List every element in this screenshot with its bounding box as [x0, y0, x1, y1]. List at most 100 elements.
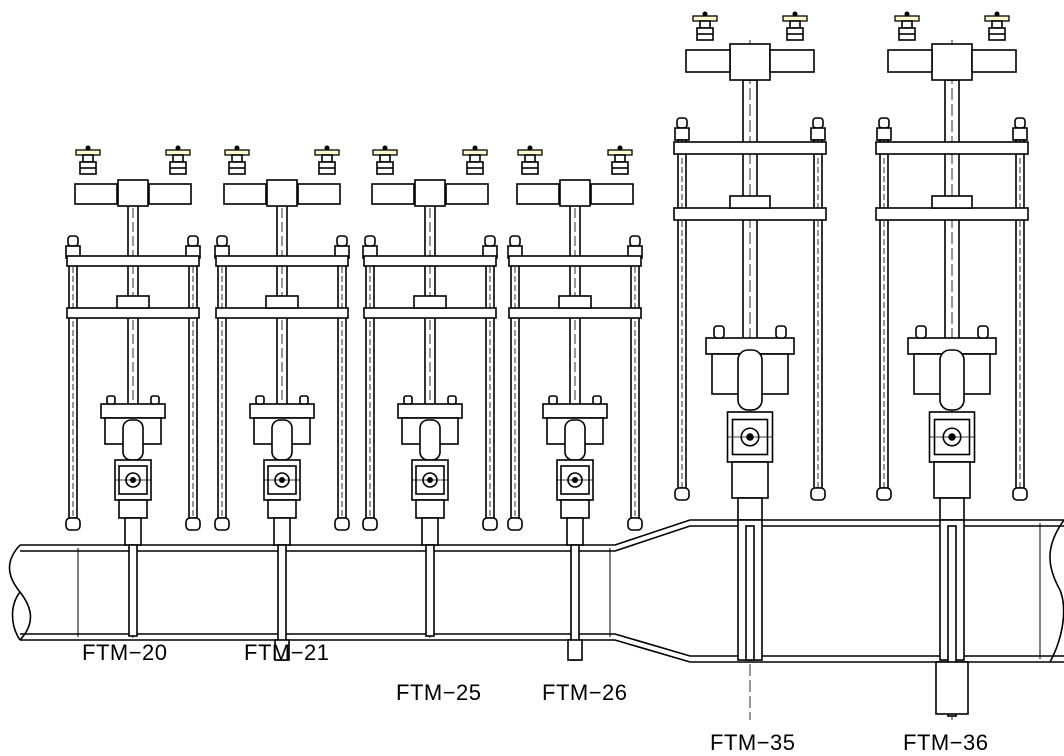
- nipple: [422, 518, 438, 545]
- lower-crosshead: [216, 308, 348, 318]
- probe-assembly-5: [674, 12, 826, 721]
- bolt-end-nut: [508, 518, 522, 530]
- pipe-break-symbol-right: [1050, 520, 1064, 662]
- side-valve-left: [686, 50, 730, 72]
- tie-rod-right: [335, 236, 349, 530]
- probe-assembly-4: [508, 146, 642, 661]
- pipe-top-wall: [20, 520, 1064, 545]
- packing-gland: [272, 420, 292, 460]
- upper-crosshead: [67, 256, 199, 266]
- ball-valve-icon: [264, 460, 300, 500]
- manifold-tee: [932, 44, 972, 80]
- side-valve-left: [372, 184, 414, 204]
- weldolet: [732, 462, 768, 498]
- probe-rod: [129, 545, 137, 636]
- valve-handwheel-icon: [76, 146, 100, 175]
- valve-stem: [615, 155, 625, 162]
- valve-handwheel-icon: [463, 146, 487, 175]
- lower-crosshead: [67, 308, 199, 318]
- ball-valve-icon: [728, 412, 773, 462]
- tie-rod-left: [66, 236, 80, 530]
- tie-rod-right: [483, 236, 497, 530]
- bolt-end-nut: [628, 518, 642, 530]
- lower-crosshead: [364, 308, 496, 318]
- lower-crosshead: [876, 208, 1028, 220]
- stem-clamp: [730, 196, 770, 208]
- lower-crosshead: [674, 208, 826, 220]
- bolt-end-nut: [215, 518, 229, 530]
- bolt-end-nut: [675, 488, 689, 500]
- weldolet: [416, 500, 444, 518]
- side-valve-right: [770, 50, 814, 72]
- pipe-top-wall-inner: [20, 526, 1064, 551]
- probe-tip-extension: [568, 640, 582, 660]
- flange-nut: [107, 396, 115, 404]
- bolt-end-nut: [483, 518, 497, 530]
- handwheel-nut: [793, 12, 798, 17]
- handwheel-nut: [473, 146, 478, 151]
- bolt-nut-top: [365, 236, 375, 246]
- manifold-tee: [730, 44, 770, 80]
- handwheel-nut: [528, 146, 533, 151]
- ball-valve-icon: [115, 460, 151, 500]
- side-valve-right: [591, 184, 633, 204]
- valve-handwheel-icon: [166, 146, 190, 175]
- flange-plate: [398, 404, 462, 418]
- bolt-nut-top: [188, 236, 198, 246]
- probe-assembly-2: [215, 146, 349, 661]
- manifold-tee: [560, 180, 590, 206]
- weldolet: [561, 500, 589, 518]
- tie-rod-right: [811, 118, 825, 500]
- valve-handwheel-icon: [783, 12, 807, 41]
- weldolet: [119, 500, 147, 518]
- handwheel-nut: [995, 12, 1000, 17]
- nipple: [738, 498, 762, 520]
- handwheel-nut: [905, 12, 910, 17]
- upper-crosshead: [876, 142, 1028, 154]
- stem-clamp: [266, 296, 298, 308]
- handwheel-nut: [703, 12, 708, 17]
- bolt-nut-top: [337, 236, 347, 246]
- tag-label-ftm-20: FTM−20: [82, 640, 168, 666]
- side-valve-right: [972, 50, 1016, 72]
- flange-nut: [151, 396, 159, 404]
- flange-nut: [300, 396, 308, 404]
- ball-valve-icon: [557, 460, 593, 500]
- bolt-end-nut: [66, 518, 80, 530]
- valve-handwheel-icon: [373, 146, 397, 175]
- valve-handwheel-icon: [608, 146, 632, 175]
- manifold-tee: [415, 180, 445, 206]
- bolt-end-nut: [363, 518, 377, 530]
- tie-rod-right: [186, 236, 200, 530]
- upper-crosshead: [674, 142, 826, 154]
- upper-crosshead: [216, 256, 348, 266]
- tie-rod-left: [877, 118, 891, 500]
- valve-stem: [232, 155, 242, 162]
- pipe-run: [10, 520, 1064, 662]
- tie-rod-right: [1013, 118, 1027, 500]
- bolt-nut-top: [510, 236, 520, 246]
- probe-assembly-3: [363, 146, 497, 641]
- upper-crosshead: [509, 256, 641, 266]
- bolt-end-nut: [335, 518, 349, 530]
- bolt-nut: [877, 128, 891, 140]
- flange-plate: [250, 404, 314, 418]
- probe-tip-extension: [936, 662, 968, 714]
- manifold-tee: [118, 180, 148, 206]
- flange-nut: [776, 326, 786, 338]
- stem-clamp: [414, 296, 446, 308]
- flange-nut: [714, 326, 724, 338]
- flange-nut: [404, 396, 412, 404]
- valve-handwheel-icon: [693, 12, 717, 41]
- bolt-nut-top: [217, 236, 227, 246]
- ball-valve-icon: [930, 412, 975, 462]
- bolt-end-nut: [811, 488, 825, 500]
- handwheel-nut: [176, 146, 181, 151]
- valve-stem: [902, 21, 912, 28]
- tag-label-ftm-25: FTM−25: [396, 680, 482, 706]
- valve-handwheel-icon: [315, 146, 339, 175]
- side-valve-right: [298, 184, 340, 204]
- probe-assembly-6: [876, 12, 1028, 721]
- flange-plate: [543, 404, 607, 418]
- bolt-nut: [675, 128, 689, 140]
